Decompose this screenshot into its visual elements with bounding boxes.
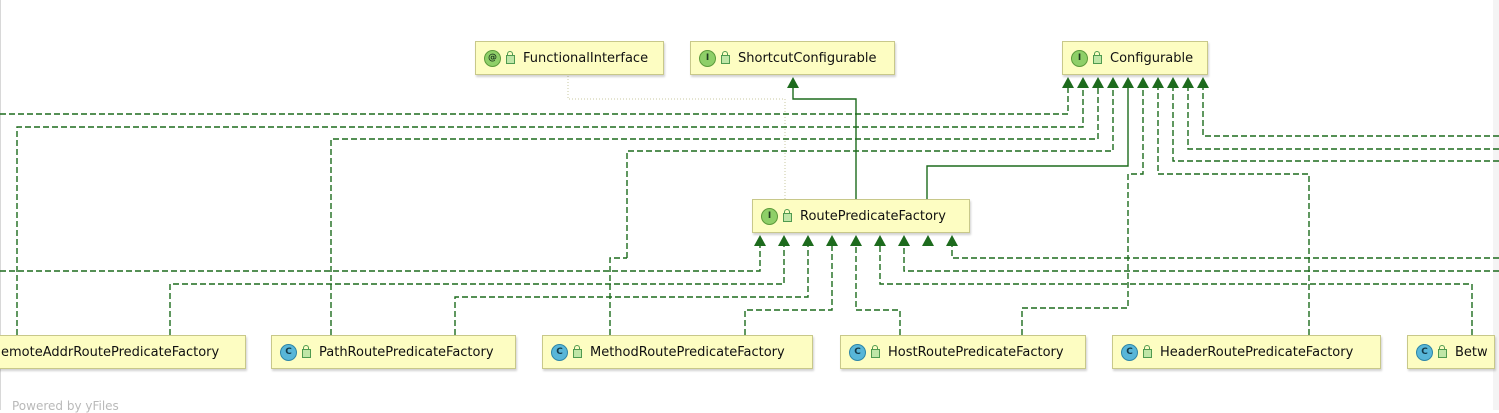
edge-right-to-rpf-2 xyxy=(951,245,1499,259)
lock-icon xyxy=(721,50,730,64)
lock-icon xyxy=(1143,344,1152,358)
lock-icon xyxy=(1093,50,1102,64)
functional-interface-label: FunctionalInterface xyxy=(523,50,649,66)
interface-icon: I xyxy=(761,207,778,225)
edge-left-to-rpf xyxy=(0,245,761,272)
edge-method-to-configurable xyxy=(626,86,1114,258)
lock-icon xyxy=(783,208,792,222)
edge-header-to-rpf xyxy=(879,245,1473,335)
edge-host-to-rpf xyxy=(855,245,901,335)
method-factory-node[interactable]: C MethodRoutePredicateFactory xyxy=(542,335,813,369)
host-factory-label: HostRoutePredicateFactory xyxy=(888,344,1064,360)
lock-icon xyxy=(302,344,311,358)
arrowhead-configurable-7 xyxy=(1167,77,1179,88)
class-icon: C xyxy=(551,343,568,361)
edge-method-to-rpf xyxy=(744,245,833,335)
edge-path-to-configurable xyxy=(330,86,1099,335)
lock-icon xyxy=(573,344,582,358)
arrowhead-configurable-8 xyxy=(1182,77,1194,88)
lock-icon xyxy=(871,344,880,358)
remote-addr-factory-label: emoteAddrRoutePredicateFactory xyxy=(1,344,220,360)
arrowhead-configurable-6 xyxy=(1152,77,1164,88)
edge-rpf-to-configurable xyxy=(926,86,1129,199)
between-factory-node[interactable]: C Betw xyxy=(1407,335,1495,369)
configurable-node[interactable]: I Configurable xyxy=(1062,41,1208,75)
header-factory-node[interactable]: C HeaderRoutePredicateFactory xyxy=(1112,335,1381,369)
edge-remote-to-configurable xyxy=(16,86,1084,335)
edge-rpf-to-shortcut xyxy=(792,86,857,199)
route-predicate-factory-node[interactable]: I RoutePredicateFactory xyxy=(752,199,970,233)
arrowhead-rpf-2 xyxy=(802,235,814,246)
arrowhead-rpf-5 xyxy=(874,235,886,246)
class-icon: C xyxy=(849,343,866,361)
edge-remote-to-rpf xyxy=(169,245,785,335)
arrowhead-configurable-1 xyxy=(1077,77,1089,88)
edge-left-to-configurable-1 xyxy=(0,86,1069,115)
class-icon: C xyxy=(1416,343,1433,361)
edge-path-to-rpf xyxy=(454,245,809,335)
arrowhead-shortcut xyxy=(787,77,799,88)
arrowhead-configurable-9 xyxy=(1197,77,1209,88)
path-factory-node[interactable]: C PathRoutePredicateFactory xyxy=(271,335,516,369)
lock-icon xyxy=(506,50,515,64)
arrowheads xyxy=(754,77,1209,246)
edge-right-to-configurable-3 xyxy=(1202,86,1499,137)
functional-interface-node[interactable]: @ FunctionalInterface xyxy=(475,41,664,75)
configurable-label: Configurable xyxy=(1110,50,1194,66)
remote-addr-factory-node[interactable]: emoteAddrRoutePredicateFactory xyxy=(0,335,246,369)
edge-right-to-rpf-1 xyxy=(903,245,1499,272)
host-factory-node[interactable]: C HostRoutePredicateFactory xyxy=(840,335,1086,369)
arrowhead-rpf-8 xyxy=(946,235,958,246)
edge-rpf-to-functional xyxy=(567,76,786,199)
edge-header-to-configurable xyxy=(1157,86,1310,335)
path-factory-label: PathRoutePredicateFactory xyxy=(319,344,494,360)
arrowhead-rpf-1 xyxy=(778,235,790,246)
class-icon: C xyxy=(1121,343,1138,361)
arrowhead-configurable-4 xyxy=(1122,77,1134,88)
arrowhead-configurable-5 xyxy=(1137,77,1149,88)
route-predicate-factory-label: RoutePredicateFactory xyxy=(800,208,946,224)
arrowhead-configurable-0 xyxy=(1062,77,1074,88)
annotation-icon: @ xyxy=(484,49,501,67)
edge-host-to-configurable xyxy=(1021,86,1144,335)
lock-icon xyxy=(1438,344,1447,358)
right-scroll-edge xyxy=(1493,0,1499,410)
powered-by-footer: Powered by yFiles xyxy=(12,399,119,413)
arrowhead-rpf-4 xyxy=(850,235,862,246)
interface-icon: I xyxy=(1071,49,1088,67)
arrowhead-configurable-2 xyxy=(1092,77,1104,88)
shortcut-configurable-label: ShortcutConfigurable xyxy=(738,50,877,66)
edge-right-to-configurable-2 xyxy=(1187,86,1499,150)
interface-icon: I xyxy=(699,49,716,67)
left-border xyxy=(0,0,1,410)
arrowhead-rpf-7 xyxy=(922,235,934,246)
arrowhead-rpf-6 xyxy=(898,235,910,246)
arrowhead-configurable-3 xyxy=(1107,77,1119,88)
between-factory-label: Betw xyxy=(1455,344,1488,360)
diagram-edges xyxy=(0,76,1499,335)
class-icon: C xyxy=(280,343,297,361)
arrowhead-rpf-3 xyxy=(826,235,838,246)
edge-right-to-configurable-1 xyxy=(1172,86,1499,162)
header-factory-label: HeaderRoutePredicateFactory xyxy=(1160,344,1354,360)
shortcut-configurable-node[interactable]: I ShortcutConfigurable xyxy=(690,41,895,75)
edge-method-branch xyxy=(609,257,627,335)
method-factory-label: MethodRoutePredicateFactory xyxy=(590,344,785,360)
arrowhead-rpf-0 xyxy=(754,235,766,246)
